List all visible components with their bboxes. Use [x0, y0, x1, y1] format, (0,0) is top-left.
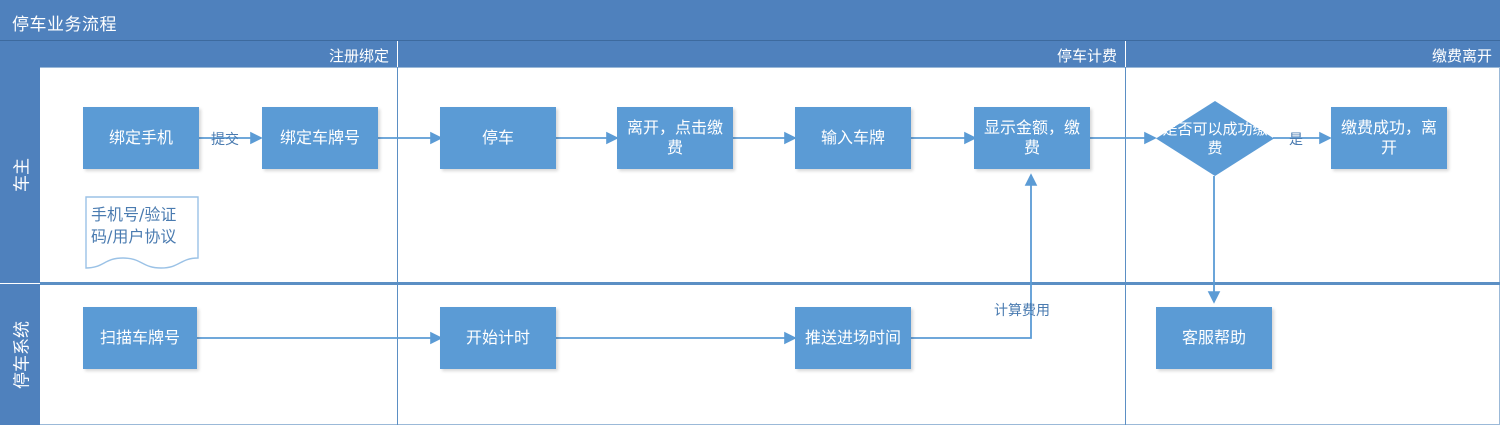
phase-header-billing: 停车计费: [398, 41, 1126, 67]
phase-divider-2: [1125, 67, 1126, 425]
node-input-plate[interactable]: 输入车牌: [795, 107, 911, 169]
node-leave-pay[interactable]: 离开，点击缴费: [617, 107, 733, 169]
node-scan-plate[interactable]: 扫描车牌号: [83, 307, 197, 369]
node-decision-payment[interactable]: 是否可以成功缴费: [1156, 101, 1274, 176]
phase-header-payment-exit: 缴费离开: [1126, 41, 1500, 67]
node-park[interactable]: 停车: [440, 107, 556, 169]
phase-divider-1: [397, 67, 398, 425]
phase-header-registration: 注册绑定: [0, 41, 398, 67]
phase-label: 缴费离开: [1431, 47, 1492, 65]
edge-label-calc-fee: 计算费用: [994, 303, 1050, 319]
node-bind-plate[interactable]: 绑定车牌号: [262, 107, 378, 169]
node-decision-label: 是否可以成功缴费: [1162, 119, 1268, 157]
lane-label-owner: 车主: [0, 67, 40, 284]
edge-label-yes: 是: [1289, 132, 1303, 148]
note-document-text: 手机号/验证码/用户协议: [91, 205, 177, 246]
lane-divider: [40, 282, 1500, 285]
lane-label-text: 车主: [12, 158, 33, 192]
node-customer-service[interactable]: 客服帮助: [1156, 307, 1272, 369]
lane-body-system: [40, 284, 1500, 425]
node-show-amount[interactable]: 显示金额，缴费: [974, 107, 1090, 169]
phase-label: 停车计费: [1056, 47, 1117, 65]
lane-label-text: 停车系统: [12, 320, 33, 389]
node-start-timer[interactable]: 开始计时: [440, 307, 556, 369]
node-bind-phone[interactable]: 绑定手机: [83, 107, 199, 169]
node-push-entry-time[interactable]: 推送进场时间: [795, 307, 911, 369]
title-bar: 停车业务流程: [0, 0, 1500, 41]
page-title: 停车业务流程: [12, 15, 117, 35]
edge-label-submit: 提交: [211, 132, 239, 148]
lane-body-owner: [40, 67, 1500, 284]
phase-label: 注册绑定: [328, 47, 389, 65]
node-pay-success[interactable]: 缴费成功，离开: [1331, 107, 1447, 169]
lane-label-system: 停车系统: [0, 284, 40, 425]
note-document-shape: 手机号/验证码/用户协议: [85, 196, 199, 272]
